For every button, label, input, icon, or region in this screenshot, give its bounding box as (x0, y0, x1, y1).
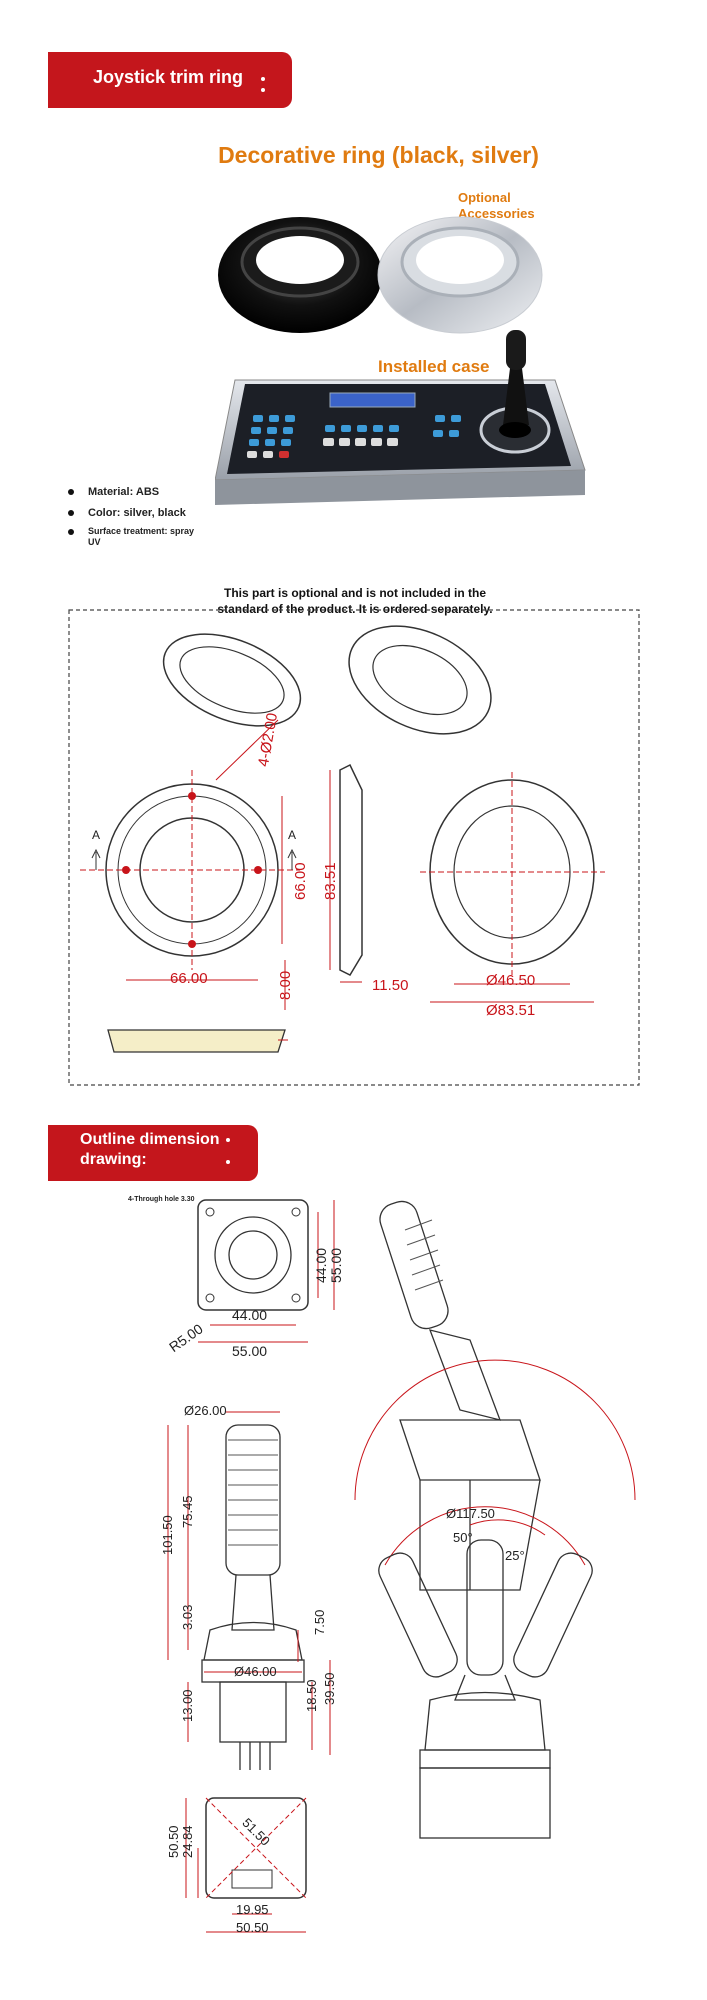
dim-depth: 83.51 (322, 862, 339, 900)
black-ring-image (218, 217, 382, 333)
lower-height-b: 39.50 (322, 1672, 337, 1705)
keyboard-controller-image (215, 330, 586, 505)
bottom-width-2: 50.50 (236, 1920, 269, 1935)
spec-label: Material: ABS (88, 486, 160, 498)
lower-height-a: 18.50 (304, 1679, 319, 1712)
spec-label: Surface treatment: spray UV (88, 526, 195, 547)
banner-dot (226, 1160, 230, 1164)
swing-half-angle: 25° (505, 1548, 525, 1563)
through-hole-note: 4-Through hole 3.30 (128, 1196, 195, 1203)
body-height: 13.00 (180, 1689, 195, 1722)
ring-photos (218, 216, 543, 334)
section-title-line1: Outline dimension (80, 1131, 220, 1148)
trim-ring-drawing (68, 609, 640, 1086)
section-mark-a-left: A (92, 828, 101, 842)
plate-width-outer: 55.00 (232, 1343, 268, 1359)
swing-full-angle: 50° (453, 1530, 473, 1545)
total-height: 101.50 (160, 1515, 175, 1555)
dim-flange: 8.00 (277, 970, 294, 1000)
dim-inner-diameter: Ø46.50 (486, 972, 536, 989)
section-title-line2: drawing: (80, 1151, 147, 1168)
base-diameter: Ø46.00 (234, 1664, 277, 1679)
grip-height: 75.45 (180, 1495, 195, 1528)
dim-outer-diameter: Ø83.51 (486, 1002, 536, 1019)
section-banner-outline: Outline dimension drawing: (48, 1125, 258, 1181)
top-diameter: Ø26.00 (184, 1403, 227, 1418)
spec-material: Material: ABS (68, 486, 159, 498)
bullet-dot (68, 529, 74, 535)
bottom-height-2: 24.84 (180, 1825, 195, 1858)
silver-ring-image (377, 216, 543, 334)
dim-width-a: 66.00 (170, 970, 208, 987)
outline-drawing (167, 1199, 636, 1933)
section-mark-a-right: A (288, 828, 297, 842)
spec-label: Color: silver, black (88, 507, 186, 519)
banner-dot (261, 77, 265, 81)
spec-color: Color: silver, black (68, 507, 186, 519)
banner-dot (261, 88, 265, 92)
spec-surface: Surface treatment: spray UV (68, 526, 194, 548)
bullet-dot (68, 510, 74, 517)
boot-offset: 7.50 (312, 1609, 327, 1635)
optional-part-note: This part is optional and is not include… (217, 586, 493, 616)
installed-case-label: Installed case (378, 357, 490, 376)
bottom-width-1: 19.95 (236, 1902, 269, 1917)
bottom-height-1: 50.50 (166, 1825, 181, 1858)
optional-accessories-label: Optional Accessories (458, 190, 535, 221)
boot-height: 3.03 (180, 1604, 195, 1630)
plate-height-inner: 44.00 (313, 1247, 329, 1283)
plate-width-inner: 44.00 (232, 1307, 268, 1323)
dim-thickness: 11.50 (372, 977, 409, 994)
section-banner-trim-ring: Joystick trim ring (48, 52, 292, 108)
section-title: Joystick trim ring (93, 67, 244, 87)
ring-heading: Decorative ring (black, silver) (218, 142, 539, 168)
swing-arc-diameter: Ø117.50 (446, 1506, 495, 1521)
banner-dot (226, 1138, 230, 1142)
plate-height-outer: 55.00 (328, 1247, 344, 1283)
bullet-dot (68, 489, 74, 496)
dim-height-a: 66.00 (292, 862, 309, 900)
